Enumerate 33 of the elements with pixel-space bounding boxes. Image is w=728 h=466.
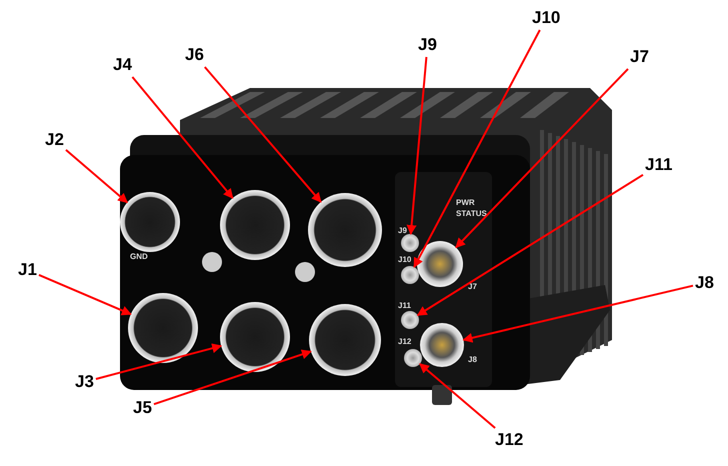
leader-arrow <box>154 350 312 406</box>
callout-label: J11 <box>645 155 672 175</box>
callout-label: J10 <box>532 8 560 28</box>
panel-label: J11 <box>398 301 411 310</box>
callout-label: J5 <box>133 398 152 418</box>
leader-arrow <box>38 274 132 316</box>
callout-label: J12 <box>495 430 524 450</box>
callout-label: J7 <box>630 47 649 67</box>
panel-label: J12 <box>398 337 412 346</box>
callout-label: J1 <box>18 260 37 280</box>
callout-label: J6 <box>185 45 204 65</box>
callout-label: J4 <box>113 55 132 75</box>
callout-label: J8 <box>695 273 714 293</box>
leader-arrow <box>419 363 496 429</box>
panel-label: GND <box>130 252 148 261</box>
callout-label: J9 <box>418 35 437 55</box>
panel-label: J8 <box>468 355 477 364</box>
leader-arrow <box>65 149 128 204</box>
panel-label: STATUS <box>456 209 487 218</box>
panel-label: J9 <box>398 226 407 235</box>
leader-arrow <box>204 66 322 203</box>
leader-arrow <box>96 343 222 380</box>
leader-arrow <box>413 30 541 268</box>
leader-arrow <box>416 174 644 316</box>
leader-arrow <box>406 56 428 236</box>
callout-label: J3 <box>75 372 94 392</box>
panel-label: J10 <box>398 255 412 264</box>
panel-label: J7 <box>468 282 477 291</box>
leader-arrow <box>455 68 629 248</box>
leader-arrow <box>132 76 234 199</box>
panel-label: PWR <box>456 198 475 207</box>
callout-label: J2 <box>45 130 64 150</box>
leader-arrow <box>462 284 694 343</box>
